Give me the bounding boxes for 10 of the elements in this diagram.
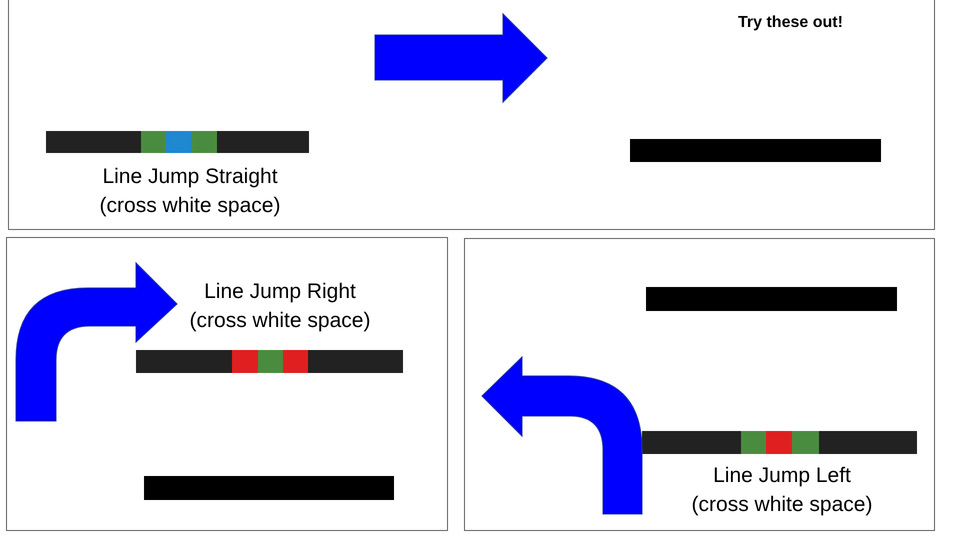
heading: Try these out! bbox=[738, 14, 843, 32]
line-segment bbox=[630, 139, 881, 162]
strip-caption: Line Jump Right (cross white space) bbox=[188, 279, 372, 334]
panel bbox=[464, 238, 935, 531]
panel bbox=[6, 237, 448, 531]
strip-caption: Line Jump Straight (cross white space) bbox=[98, 164, 282, 219]
line-segment bbox=[144, 476, 394, 500]
line-segment bbox=[646, 287, 897, 311]
strip-caption: Line Jump Left (cross white space) bbox=[690, 463, 874, 518]
panel bbox=[8, 0, 935, 230]
